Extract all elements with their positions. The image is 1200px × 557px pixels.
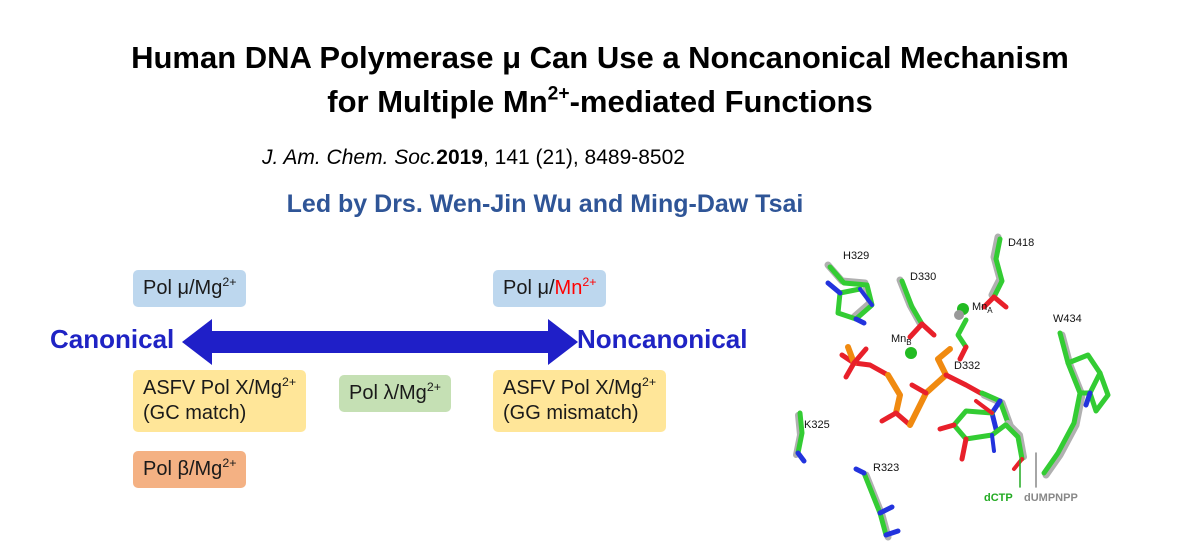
box-asfv-gg-mismatch: ASFV Pol X/Mg2+(GG mismatch) <box>493 370 667 432</box>
residue-d418 <box>981 233 1009 310</box>
double-arrow-shape <box>182 319 578 365</box>
label-dumpnpp: dUMPNPP <box>1024 492 1078 504</box>
label-w434: W434 <box>1053 313 1082 325</box>
active-site-structure: H329 D330 D418 MnA MnB W434 D332 K325 R3… <box>793 233 1111 541</box>
citation-year: 2019 <box>436 146 483 169</box>
box-asfv-gc-match: ASFV Pol X/Mg2+(GC match) <box>133 370 307 432</box>
residue-k325 <box>793 410 807 464</box>
double-arrow <box>182 319 578 365</box>
box-pol-mu-mg: Pol μ/Mg2+ <box>133 270 247 307</box>
box-pol-beta: Pol β/Mg2+ <box>133 451 247 488</box>
residue-w434 <box>1041 330 1111 479</box>
label-dctp: dCTP <box>984 492 1013 504</box>
residue-d330 <box>896 276 937 340</box>
nucleotide <box>937 390 1027 471</box>
citation-journal: J. Am. Chem. Soc. <box>262 146 437 169</box>
canonical-label: Canonical <box>50 324 175 354</box>
box-pol-lambda: Pol λ/Mg2+ <box>339 375 451 412</box>
led-by-text: Led by Drs. Wen-Jin Wu and Ming-Daw Tsai <box>286 190 804 218</box>
label-r323: R323 <box>873 462 899 474</box>
residue-h329 <box>824 261 875 326</box>
label-h329: H329 <box>843 250 869 262</box>
citation: J. Am. Chem. Soc.2019, 141 (21), 8489-85… <box>262 146 685 170</box>
label-k325: K325 <box>804 419 830 431</box>
noncanonical-label: Noncanonical <box>577 324 748 354</box>
citation-details: , 141 (21), 8489-8502 <box>482 146 685 169</box>
residue-r323 <box>853 466 901 541</box>
box-pol-mu-mn: Pol μ/Mn2+ <box>493 270 607 307</box>
page-title-line-2: for Multiple Mn2+-mediated Functions <box>327 83 873 119</box>
label-d330: D330 <box>910 271 936 283</box>
label-d418: D418 <box>1008 237 1034 249</box>
mn-b-ion <box>905 347 917 359</box>
label-mn-a: MnA <box>972 301 993 315</box>
residue-d332 <box>955 317 969 362</box>
mn-a-ion-overlay <box>954 310 964 320</box>
label-d332: D332 <box>954 360 980 372</box>
page-title-line-1: Human DNA Polymerase μ Can Use a Noncano… <box>131 40 1069 75</box>
label-mn-b: MnB <box>891 333 912 347</box>
triphosphate <box>839 344 987 428</box>
